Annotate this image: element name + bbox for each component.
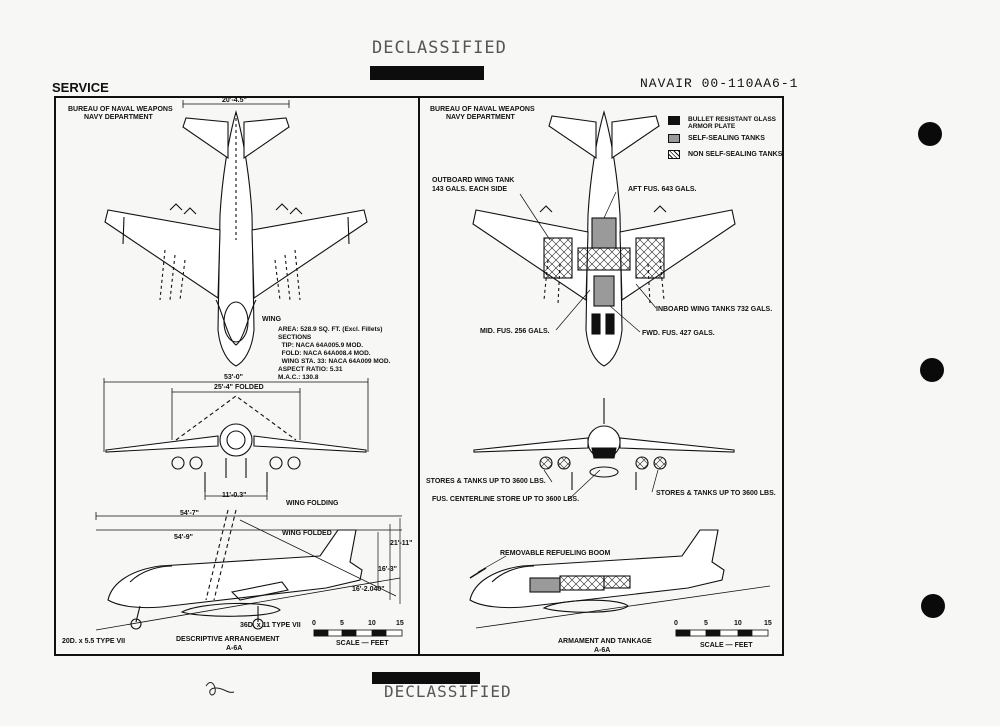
tankage-plan-view <box>472 109 736 367</box>
wing-title: WING <box>262 316 282 323</box>
stores-front-view <box>473 398 735 490</box>
label-mid-fus: MID. FUS. 256 GALS. <box>480 328 550 335</box>
dim-span: 53'-0" <box>224 374 243 381</box>
dim-tail-span: 20'-4.5" <box>222 97 247 104</box>
right-org-line1: BUREAU OF NAVAL WEAPONS <box>430 106 535 113</box>
legend-swatch-self-sealing <box>668 134 680 143</box>
tire-nose: 20D. x 5.5 TYPE VII <box>62 638 126 645</box>
scale-bar-left <box>313 629 403 637</box>
label-fwd-fus: FWD. FUS. 427 GALS. <box>642 330 715 337</box>
redaction-top <box>370 66 484 80</box>
tankage-side-view <box>469 529 771 629</box>
declassified-stamp-top: DECLASSIFIED <box>372 38 507 58</box>
legend-swatch-armor <box>668 116 680 125</box>
label-centerline-store: FUS. CENTERLINE STORE UP TO 3600 LBS. <box>432 496 580 503</box>
label-wing-folded: WING FOLDED <box>282 530 332 537</box>
dim-length-2: 54'-9" <box>174 534 193 541</box>
left-model: A-6A <box>226 645 243 652</box>
dim-track: 11'-0.3" <box>222 492 247 499</box>
signature-scribble <box>205 681 235 696</box>
dim-folded: 25'-4" FOLDED <box>214 384 264 391</box>
label-stores-left: STORES & TANKS UP TO 3600 LBS. <box>426 478 546 485</box>
right-scale-5: 5 <box>704 620 708 627</box>
right-model: A-6A <box>594 647 611 654</box>
panel-divider <box>418 96 420 656</box>
right-scale-label: SCALE — FEET <box>700 642 753 649</box>
punch-hole-1 <box>918 122 942 146</box>
wing-specs: AREA: 528.9 SQ. FT. (Excl. Fillets) SECT… <box>278 326 391 381</box>
label-wing-folding: WING FOLDING <box>286 500 339 507</box>
legend-non-self-sealing-label: NON SELF-SEALING TANKS <box>688 151 783 158</box>
label-inboard-tanks: INBOARD WING TANKS 732 GALS. <box>656 306 773 313</box>
side-view-aircraft <box>95 509 402 631</box>
dim-length-1: 54'-7" <box>180 510 199 517</box>
left-org-line1: BUREAU OF NAVAL WEAPONS <box>68 106 173 113</box>
left-scale-5: 5 <box>340 620 344 627</box>
left-scale-10: 10 <box>368 620 376 627</box>
dim-height-2: 16'-3" <box>378 566 397 573</box>
right-scale-15: 15 <box>764 620 772 627</box>
legend-swatch-non-self-sealing <box>668 150 680 159</box>
label-refuel-boom: REMOVABLE REFUELING BOOM <box>500 550 611 557</box>
punch-hole-3 <box>921 594 945 618</box>
redaction-bottom <box>372 672 480 684</box>
label-stores-right: STORES & TANKS UP TO 3600 LBS. <box>656 490 776 497</box>
document-number: NAVAIR 00-110AA6-1 <box>640 76 799 91</box>
right-scale-10: 10 <box>734 620 742 627</box>
legend-self-sealing-label: SELF-SEALING TANKS <box>688 135 765 142</box>
legend-armor-label: BULLET RESISTANT GLASS ARMOR PLATE <box>688 116 776 130</box>
left-scale-label: SCALE — FEET <box>336 640 389 647</box>
leader-lines <box>477 191 659 573</box>
label-aft-fus: AFT FUS. 643 GALS. <box>628 186 697 193</box>
left-scale-15: 15 <box>396 620 404 627</box>
label-outboard-tank: OUTBOARD WING TANK 143 GALS. EACH SIDE <box>432 177 515 193</box>
left-scale-0: 0 <box>312 620 316 627</box>
right-scale-0: 0 <box>674 620 678 627</box>
right-org-line2: NAVY DEPARTMENT <box>446 114 515 121</box>
dim-height-1: 21'-11" <box>390 540 413 547</box>
left-org-line2: NAVY DEPARTMENT <box>84 114 153 121</box>
left-caption: DESCRIPTIVE ARRANGEMENT <box>176 636 280 643</box>
declassified-stamp-bottom: DECLASSIFIED <box>384 682 512 701</box>
dim-height-3: 16'-2.040" <box>352 586 385 593</box>
scale-bar-right <box>675 629 769 637</box>
section-label: SERVICE <box>52 80 109 95</box>
plan-view-aircraft <box>104 100 368 367</box>
punch-hole-2 <box>920 358 944 382</box>
right-caption: ARMAMENT AND TANKAGE <box>558 638 652 645</box>
front-view-aircraft <box>103 378 369 500</box>
tire-main: 36D. x 11 TYPE VII <box>240 622 301 629</box>
